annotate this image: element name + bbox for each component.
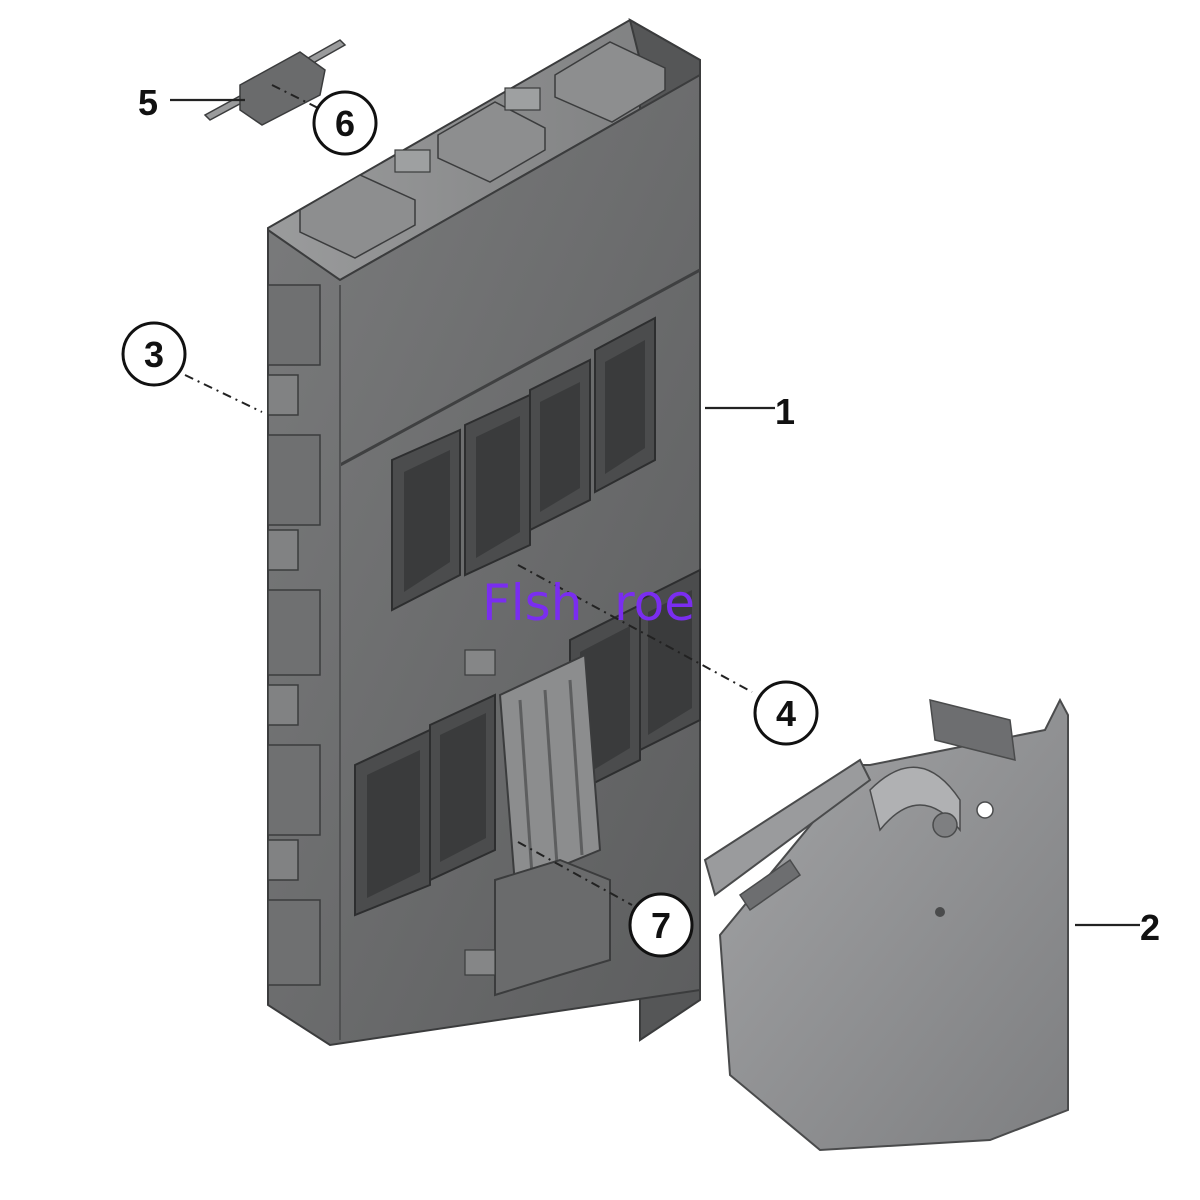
- mounting-bracket: [703, 697, 1069, 1152]
- leader-line-4: [517, 564, 753, 693]
- leader-line-6: [271, 84, 319, 109]
- callout-5: 5: [138, 82, 158, 123]
- callout-3: 3: [144, 334, 164, 375]
- callout-1: 1: [775, 391, 795, 432]
- callout-6: 6: [335, 103, 355, 144]
- callout-7: 7: [651, 905, 671, 946]
- fuse-block: [498, 653, 602, 887]
- callout-4: 4: [776, 693, 796, 734]
- callout-7-circle: 7: [628, 892, 694, 958]
- watermark-text: Flsh roe: [482, 574, 695, 632]
- callout-6-circle: 6: [312, 90, 378, 156]
- callout-4-circle: 4: [753, 680, 819, 746]
- callout-2: 2: [1140, 907, 1160, 948]
- callout-3-circle: 3: [121, 321, 187, 387]
- upper-connector-sockets: [391, 316, 656, 612]
- leader-line-7: [517, 841, 633, 906]
- leader-line-3: [184, 374, 263, 413]
- lower-connector-sockets: [354, 568, 701, 917]
- control-module-housing: [267, 17, 701, 1047]
